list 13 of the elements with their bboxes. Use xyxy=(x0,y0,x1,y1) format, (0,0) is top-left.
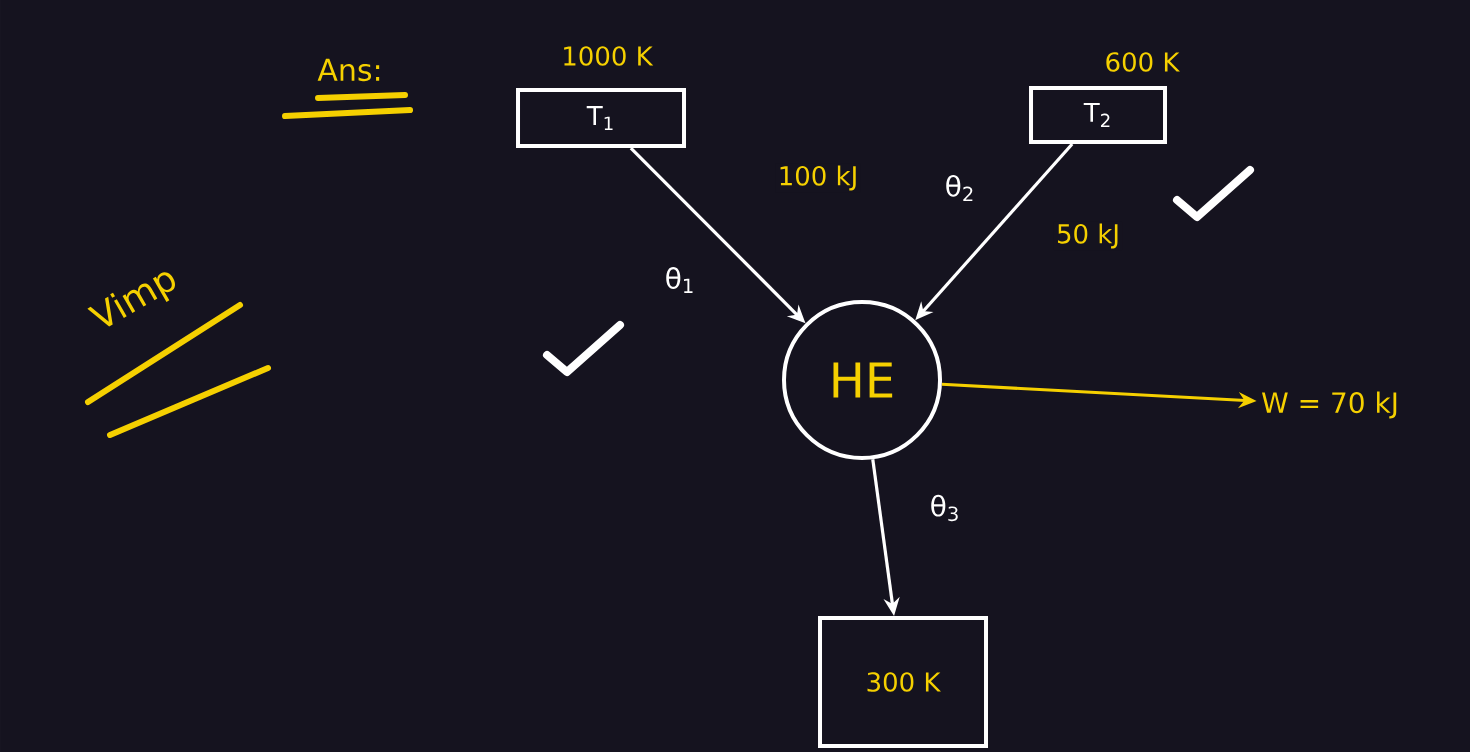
answer-heading: Ans: xyxy=(317,58,380,82)
reservoir-box: T$_{1}$ xyxy=(516,88,686,148)
reservoir-box: T$_{2}$ xyxy=(1029,86,1167,144)
edge-label: 100 kJ xyxy=(775,163,861,193)
edge-label: 50 kJ xyxy=(1054,221,1123,251)
temperature-label: 600 K xyxy=(1106,52,1180,72)
symbol-label: θ$_{2}$ xyxy=(946,174,973,202)
temperature-label: 1000 K xyxy=(564,46,654,66)
note-text: Vimp xyxy=(87,272,176,327)
symbol-label: θ$_{3}$ xyxy=(931,494,958,522)
reservoir-box: 300 K xyxy=(818,616,988,748)
work-label: W = 70 kJ xyxy=(1262,391,1397,419)
symbol-label: θ$_{1}$ xyxy=(666,267,693,293)
